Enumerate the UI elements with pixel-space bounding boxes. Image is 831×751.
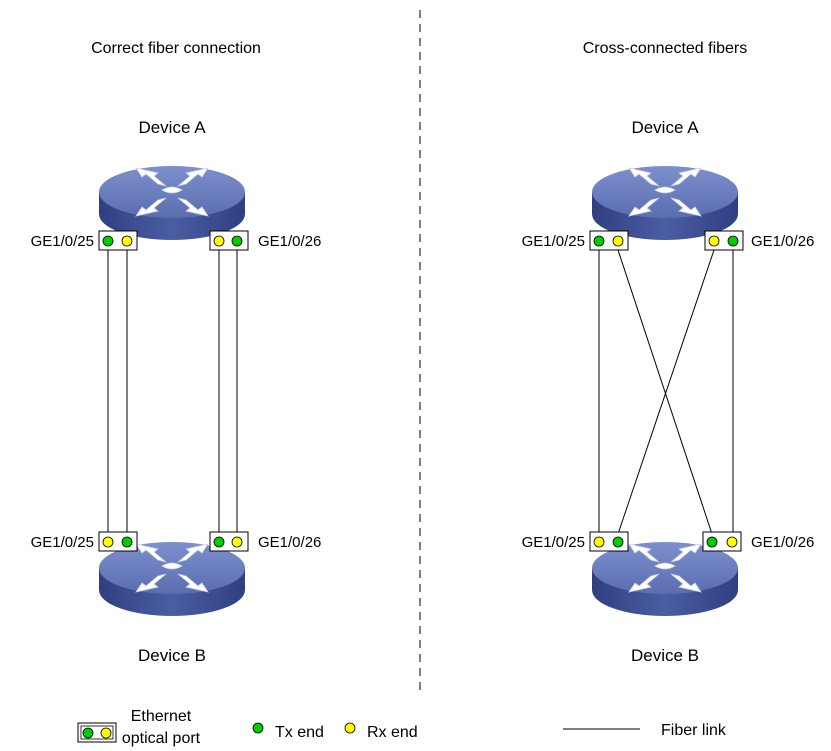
rx-end-icon (593, 536, 605, 548)
right-port-label-b25: GE1/0/25 (522, 534, 585, 551)
left-device-a-label: Device A (138, 118, 206, 137)
right-device-b-label: Device B (631, 646, 699, 665)
left-fiber-links (107, 250, 238, 534)
legend-rx-icon (344, 722, 356, 734)
tx-end-icon (231, 235, 243, 247)
fiber-link (617, 249, 715, 535)
rx-end-icon (213, 235, 225, 247)
left-port-label-b26: GE1/0/26 (258, 534, 321, 551)
legend-tx-icon (252, 722, 264, 734)
legend-rx-label: Rx end (367, 724, 418, 741)
tx-end-icon (593, 235, 605, 247)
right-port-label-a25: GE1/0/25 (522, 233, 585, 250)
right-fiber-links (598, 249, 734, 535)
fiber-link (617, 249, 713, 535)
device-b-router-icon (591, 541, 739, 617)
rx-end-icon (726, 536, 738, 548)
legend-port-label-line2: optical port (122, 730, 201, 747)
left-device-b-label: Device B (138, 646, 206, 665)
device-a-router-icon (591, 165, 739, 241)
tx-end-icon (706, 536, 718, 548)
right-port-a26 (704, 230, 744, 251)
left-port-b25 (98, 531, 138, 552)
right-panel: Cross-connected fibers Device A (522, 40, 815, 665)
tx-end-icon (121, 536, 133, 548)
left-port-label-b25: GE1/0/25 (31, 534, 94, 551)
left-panel-title: Correct fiber connection (91, 40, 261, 57)
rx-end-icon (708, 235, 720, 247)
legend-port-icon (77, 722, 117, 743)
legend-fiber-label: Fiber link (661, 722, 727, 739)
right-port-a25 (589, 230, 629, 251)
rx-end-icon (231, 536, 243, 548)
right-device-a-label: Device A (631, 118, 699, 137)
left-port-a25 (98, 230, 138, 251)
legend: Ethernet optical port Tx end Rx end Fibe… (77, 708, 727, 747)
right-port-b25 (589, 531, 629, 552)
left-port-label-a26: GE1/0/26 (258, 233, 321, 250)
right-port-label-a26: GE1/0/26 (751, 233, 814, 250)
legend-tx-label: Tx end (275, 724, 324, 741)
tx-end-icon (102, 235, 114, 247)
rx-end-icon (121, 235, 133, 247)
left-port-b26 (209, 531, 249, 552)
right-panel-title: Cross-connected fibers (583, 40, 748, 57)
left-port-label-a25: GE1/0/25 (31, 233, 94, 250)
right-port-label-b26: GE1/0/26 (751, 534, 814, 551)
tx-end-icon (213, 536, 225, 548)
left-port-a26 (209, 230, 249, 251)
right-port-b26 (702, 531, 742, 552)
device-b-router-icon (98, 541, 246, 617)
tx-end-icon (727, 235, 739, 247)
rx-end-icon (612, 235, 624, 247)
device-a-router-icon (98, 165, 246, 241)
left-panel: Correct fiber connection Device A (31, 40, 322, 665)
rx-end-icon (102, 536, 114, 548)
legend-port-label-line1: Ethernet (131, 708, 192, 725)
tx-end-icon (612, 536, 624, 548)
